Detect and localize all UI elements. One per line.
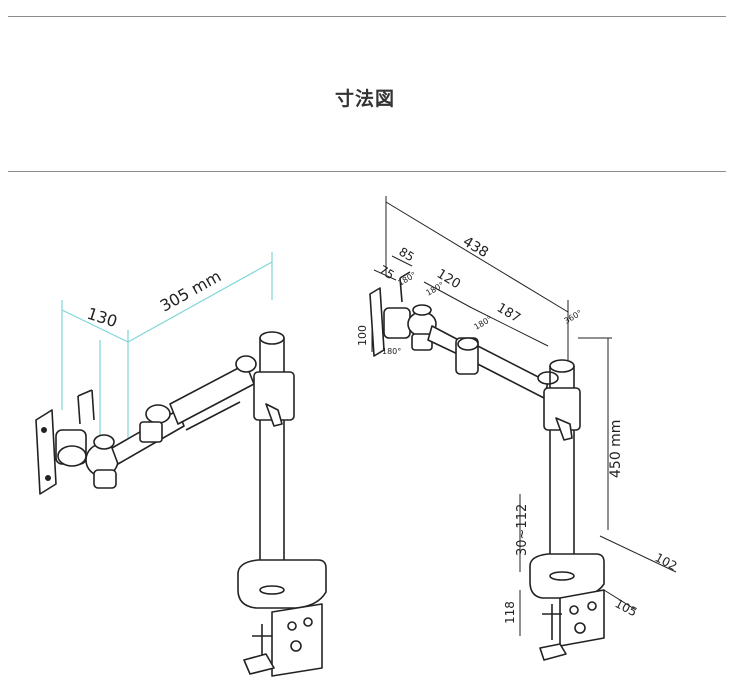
right-dim-segment-2: 187: [494, 301, 523, 327]
left-dim-plate-offset: 130: [85, 304, 120, 332]
right-dim-pole-height: 450 mm: [608, 420, 624, 478]
left-head-joint: [55, 429, 119, 489]
rotation-label: 180°: [473, 314, 494, 331]
left-dim-arm-length: 305 mm: [157, 266, 225, 315]
right-head-joint: [383, 304, 437, 351]
right-dim-base-width: 102: [653, 550, 680, 573]
rotation-label: 180°: [425, 280, 446, 297]
top-divider: [8, 16, 726, 17]
right-dim-overall-span: 438: [460, 234, 491, 261]
right-dim-plate-offset: 85: [396, 245, 416, 265]
left-monitor-arm: [35, 252, 327, 677]
rotation-label: 180°: [397, 270, 418, 287]
right-dim-plate-depth: 75: [376, 263, 396, 283]
right-dimension-lines: [371, 196, 677, 636]
right-clamp-base: [529, 553, 605, 661]
right-dim-base-depth: 105: [613, 596, 640, 619]
right-dim-plate-height: 100: [356, 325, 369, 346]
left-arm-segments: [111, 355, 257, 465]
left-monitor-plate: [35, 409, 57, 495]
right-arm-segments: [427, 325, 559, 399]
dimension-drawing: 130 305 mm: [35, 196, 680, 677]
rotation-label: 180°: [382, 347, 401, 356]
page-title: 寸法図: [334, 88, 395, 110]
right-dim-clamp-height: 118: [503, 601, 517, 624]
left-pole: [253, 331, 295, 592]
right-monitor-plate: [369, 287, 385, 357]
right-monitor-arm: [369, 196, 677, 661]
left-clamp-base: [237, 559, 327, 677]
right-dim-clamp-range: 30~112: [515, 504, 530, 556]
right-pole: [543, 359, 581, 578]
bottom-divider: [8, 171, 726, 172]
left-dimension-lines: [61, 252, 273, 450]
